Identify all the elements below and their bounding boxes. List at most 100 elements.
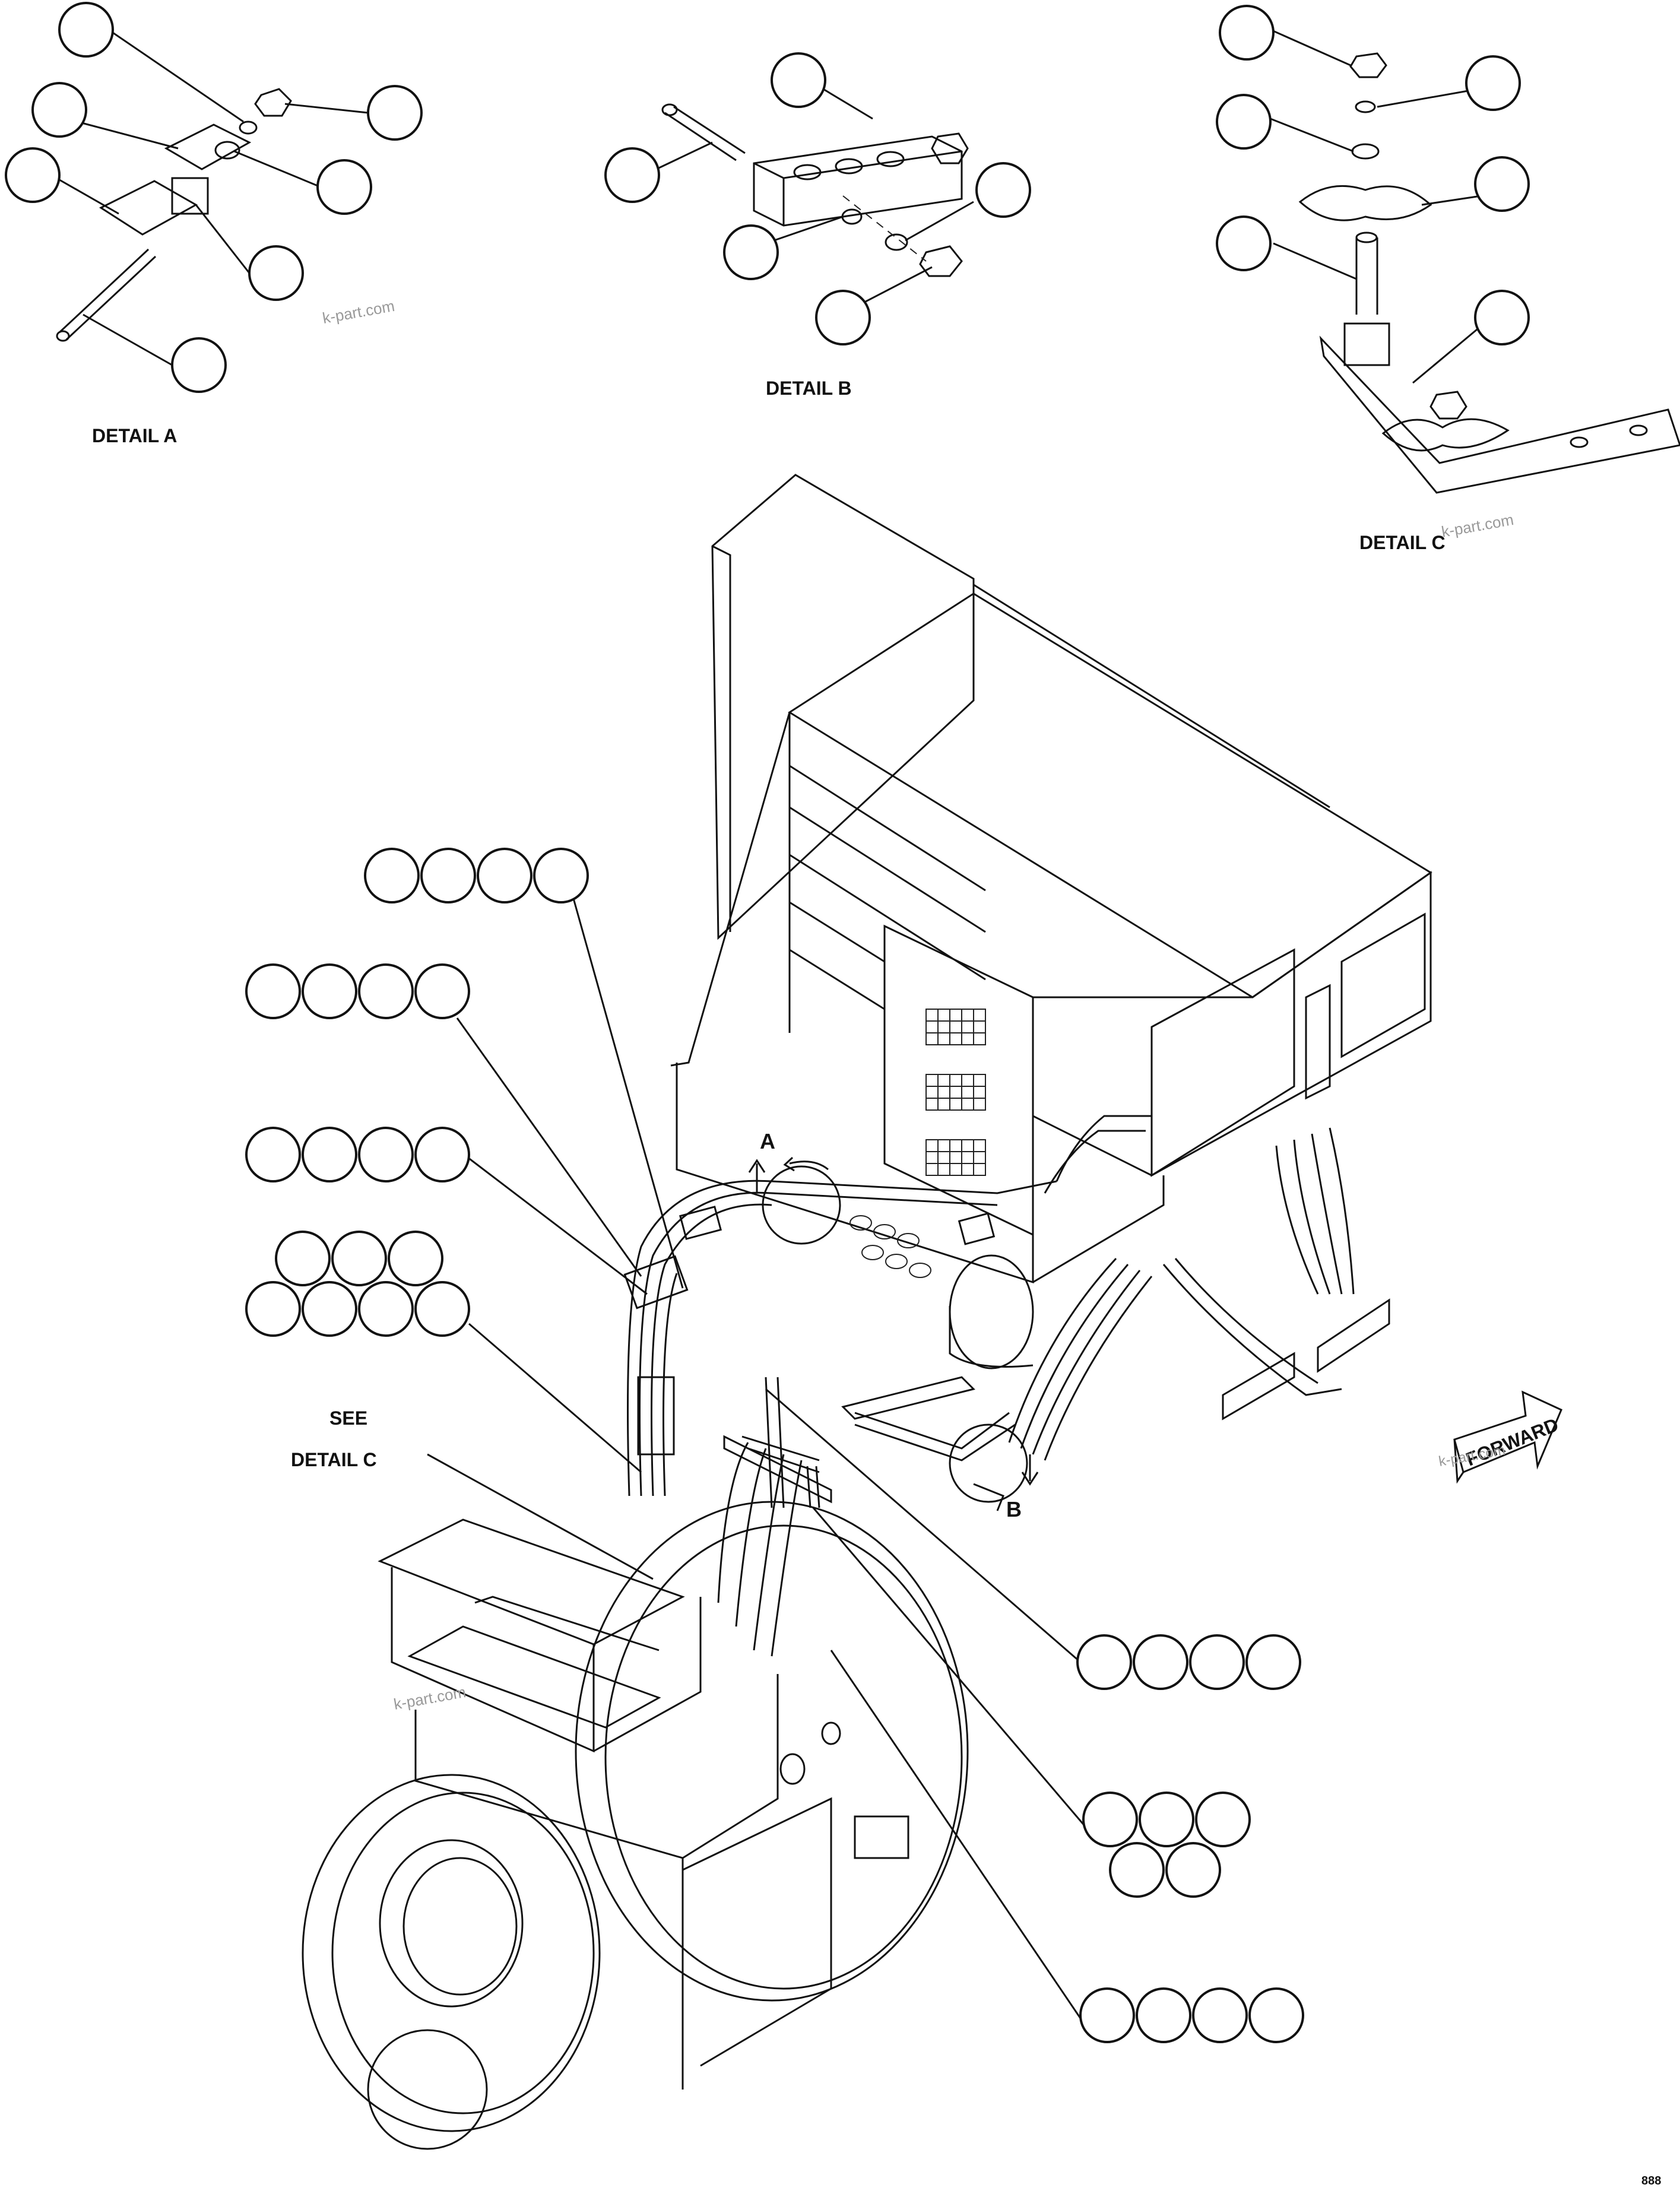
forward-arrow-depth	[1453, 1439, 1465, 1484]
detail-c-lock-washer	[1355, 100, 1376, 113]
callout-circle[interactable]	[1165, 1842, 1221, 1898]
detail-a-label: DETAIL A	[92, 425, 177, 446]
generator-side-frame	[682, 1797, 832, 2067]
callout-circle[interactable]	[31, 82, 87, 138]
detail-a-washer	[239, 121, 258, 135]
generator-boss	[821, 1721, 841, 1745]
forward-arrow: FORWARD k-part.com	[1437, 1390, 1562, 1484]
detail-b-label: DETAIL B	[766, 378, 852, 399]
callout-circle[interactable]	[1133, 1634, 1188, 1690]
callout-circle[interactable]	[1136, 1987, 1191, 2043]
leader-line	[1270, 118, 1354, 153]
callout-circle[interactable]	[1109, 1842, 1165, 1898]
view-a-arrow	[748, 1159, 766, 1193]
callout-circle[interactable]	[245, 1127, 301, 1182]
callout-circle[interactable]	[1474, 156, 1530, 212]
callout-circle[interactable]	[1216, 94, 1272, 150]
detail-a-lock-washer	[214, 141, 240, 160]
callout-circle[interactable]	[1079, 1987, 1135, 2043]
callout-circle[interactable]	[420, 848, 476, 903]
callout-circle[interactable]	[477, 848, 532, 903]
cable-run	[1275, 1127, 1355, 1295]
leader-line	[812, 1507, 1091, 1832]
callout-circle[interactable]	[275, 1231, 331, 1286]
terminal-bar	[1317, 1298, 1390, 1373]
detail-b-rod	[664, 106, 746, 161]
callout-circle[interactable]	[1189, 1634, 1245, 1690]
callout-circle[interactable]	[1219, 5, 1275, 61]
cabinet-top-deck	[788, 592, 1432, 998]
cabinet-rear-panel	[711, 474, 975, 940]
cable-run	[1162, 1258, 1342, 1396]
callout-circle[interactable]	[388, 1231, 443, 1286]
callout-circle[interactable]	[414, 1281, 470, 1337]
generator-stator-ring-inner	[604, 1524, 963, 1990]
generator-hub	[367, 2029, 488, 2150]
callout-circle[interactable]	[1195, 1792, 1251, 1847]
callout-circle[interactable]	[5, 147, 61, 203]
callout-circle[interactable]	[414, 963, 470, 1019]
callout-circle[interactable]	[1245, 1634, 1301, 1690]
callout-circle[interactable]	[723, 224, 779, 280]
cabinet-window	[1305, 984, 1331, 1100]
detail-c-bolt-hole	[1570, 436, 1589, 448]
callout-circle[interactable]	[331, 1231, 387, 1286]
vent-grille	[925, 1009, 986, 1176]
cabinet-rear-edge	[712, 545, 731, 932]
callout-circle[interactable]	[414, 1127, 470, 1182]
leader-line	[112, 31, 244, 123]
callout-circle[interactable]	[302, 963, 357, 1019]
cabinet-end-panel	[1340, 912, 1426, 1058]
callout-circle[interactable]	[245, 963, 301, 1019]
callout-circle[interactable]	[367, 85, 423, 141]
detail-a-exploded-view: DETAIL A k-part.com	[5, 2, 423, 446]
callout-circle[interactable]	[245, 1281, 301, 1337]
callout-circle[interactable]	[1474, 290, 1530, 345]
cable-run	[627, 1180, 1057, 1497]
callout-circle[interactable]	[1216, 215, 1272, 271]
callout-circle[interactable]	[358, 963, 414, 1019]
main-callouts: SEE DETAIL C	[245, 848, 1304, 2043]
callout-circle[interactable]	[1076, 1634, 1132, 1690]
callout-circle[interactable]	[1139, 1792, 1194, 1847]
leader-line	[468, 1323, 642, 1473]
control-cabinet	[670, 474, 1432, 1369]
callout-circle[interactable]	[533, 848, 589, 903]
detail-c-bracket-plate	[1319, 335, 1680, 494]
cabinet-rack-shelves	[789, 765, 986, 1010]
view-a-rotate-arrow	[783, 1156, 829, 1172]
cable-run	[1044, 1130, 1146, 1194]
callout-circle[interactable]	[358, 1127, 414, 1182]
leader-line	[1421, 195, 1482, 206]
cable-run	[717, 1442, 803, 1657]
callout-circle[interactable]	[358, 1281, 414, 1337]
watermark: k-part.com	[1440, 511, 1515, 541]
callout-circle[interactable]	[171, 337, 227, 393]
harness-post	[765, 1377, 785, 1508]
detail-c-lower-nut	[1429, 391, 1467, 420]
callout-circle[interactable]	[58, 2, 114, 58]
detail-c-nut	[1349, 52, 1387, 78]
detail-a-clamp-lower	[99, 180, 198, 236]
callout-circle[interactable]	[1192, 1987, 1248, 2043]
detail-b-hole	[835, 158, 863, 175]
detail-a-clamp-upper	[164, 123, 252, 170]
callout-circle[interactable]	[975, 162, 1031, 218]
callout-circle[interactable]	[248, 245, 304, 301]
callout-circle[interactable]	[1248, 1987, 1304, 2043]
see-label: SEE	[329, 1407, 367, 1429]
callout-circle[interactable]	[364, 848, 420, 903]
callout-circle[interactable]	[302, 1281, 357, 1337]
callout-circle[interactable]	[302, 1127, 357, 1182]
callout-circle[interactable]	[604, 147, 660, 203]
intake-duct-top	[378, 1518, 685, 1646]
callout-circle[interactable]	[815, 290, 871, 345]
callout-circle[interactable]	[771, 52, 826, 108]
leader-line	[459, 1150, 648, 1295]
callout-circle[interactable]	[316, 159, 372, 215]
harness-clamp	[958, 1212, 996, 1245]
callout-circle[interactable]	[1082, 1792, 1138, 1847]
see-detail-label: DETAIL C	[291, 1449, 377, 1470]
callout-circle[interactable]	[1465, 55, 1521, 111]
detail-b-exploded-view: DETAIL B	[604, 52, 1031, 399]
